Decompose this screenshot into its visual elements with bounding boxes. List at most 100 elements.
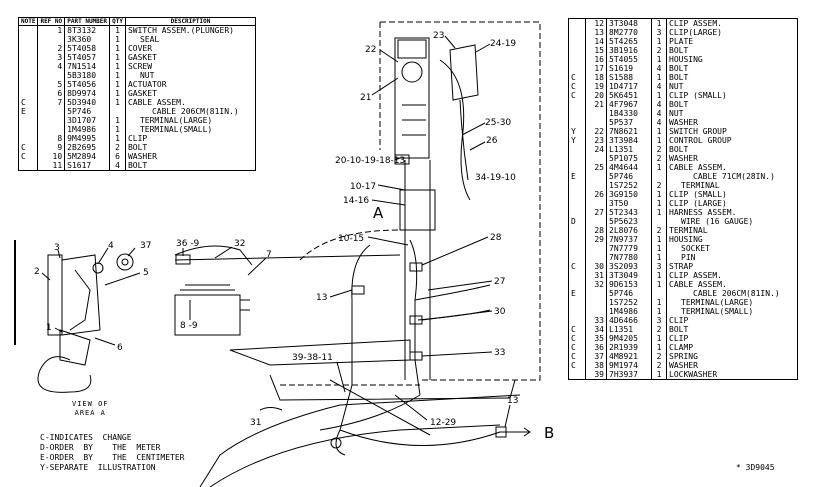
cell-qty: 1 bbox=[651, 334, 667, 343]
cell-ref: 3 bbox=[37, 53, 66, 62]
legend-line-c: C-INDICATES CHANGE bbox=[40, 433, 132, 442]
cell-desc: CONTROL GROUP bbox=[669, 136, 732, 145]
cell-qty: 1 bbox=[109, 35, 126, 44]
cell-desc: NUT bbox=[139, 71, 155, 80]
cell-qty: 1 bbox=[651, 343, 667, 352]
cell-qty: 1 bbox=[651, 73, 667, 82]
cell-qty bbox=[651, 172, 667, 181]
cell-part: 3K360 bbox=[64, 35, 111, 44]
cell-ref bbox=[585, 253, 607, 262]
cell-ref bbox=[37, 71, 66, 80]
header-part: PART NUMBER bbox=[64, 17, 111, 26]
cell-desc: WASHER bbox=[669, 118, 698, 127]
cell-qty: 1 bbox=[651, 253, 667, 262]
notes-legend: C-INDICATES CHANGE D-ORDER BY THE METER … bbox=[40, 433, 185, 473]
callout-3: 3 bbox=[54, 243, 60, 253]
cell-part: 9D6153 bbox=[606, 280, 652, 289]
cell-note bbox=[18, 125, 39, 134]
switch-screw bbox=[92, 262, 104, 274]
mast bbox=[404, 160, 431, 380]
switch-wire bbox=[37, 356, 92, 393]
callout-33: 33 bbox=[494, 348, 505, 358]
cell-qty: 6 bbox=[109, 152, 126, 161]
base-outline bbox=[269, 374, 516, 401]
cell-part: 7N7780 bbox=[606, 253, 652, 262]
cell-part: 5P537 bbox=[606, 118, 652, 127]
cell-qty: 1 bbox=[109, 80, 126, 89]
cell-ref: 11 bbox=[37, 161, 66, 171]
cell-part: 3D1707 bbox=[64, 116, 111, 125]
cell-qty: 1 bbox=[651, 190, 667, 199]
cell-part: 5B3180 bbox=[64, 71, 111, 80]
clip-28 bbox=[409, 262, 423, 272]
arrow-b bbox=[506, 427, 531, 437]
cell-desc: HARNESS ASSEM. bbox=[669, 208, 737, 217]
leader-30 bbox=[421, 310, 493, 321]
cell-desc: HOUSING bbox=[669, 55, 703, 64]
cell-part: S1617 bbox=[64, 161, 111, 171]
cell-note: C bbox=[568, 361, 586, 370]
cell-desc: WASHER bbox=[127, 152, 157, 161]
cell-note: C bbox=[18, 98, 39, 107]
callout-22: 22 bbox=[365, 45, 376, 55]
cell-qty: 1 bbox=[109, 71, 126, 80]
cell-ref: 6 bbox=[37, 89, 66, 98]
callout-13a: 13 bbox=[316, 293, 327, 303]
cell-note: Y bbox=[568, 136, 586, 145]
battery-box bbox=[174, 294, 241, 336]
cell-ref bbox=[37, 125, 66, 134]
cell-ref bbox=[585, 172, 607, 181]
cell-part: 9M4205 bbox=[606, 334, 652, 343]
leader-4 bbox=[97, 247, 109, 265]
clip-13a bbox=[351, 285, 365, 295]
callout-2: 2 bbox=[34, 267, 40, 277]
cell-ref: 9 bbox=[37, 143, 66, 152]
switch-column bbox=[394, 37, 430, 159]
cell-ref: 5 bbox=[37, 80, 66, 89]
cell-ref: 15 bbox=[585, 46, 607, 55]
cell-part: 5T4056 bbox=[64, 80, 111, 89]
cell-ref: 10 bbox=[37, 152, 66, 161]
leader-3 bbox=[57, 249, 61, 259]
cell-desc: CLAMP bbox=[669, 343, 694, 352]
leader-12-29 bbox=[394, 394, 428, 421]
cell-note bbox=[568, 55, 586, 64]
cell-note bbox=[18, 71, 39, 80]
cell-part: 3G9150 bbox=[606, 190, 652, 199]
fender-outline bbox=[199, 394, 521, 487]
cell-desc: CABLE ASSEM. bbox=[127, 98, 186, 107]
switch-knob bbox=[401, 61, 423, 83]
cell-desc: CABLE 206CM(81IN.) bbox=[151, 107, 239, 116]
cell-note: Y bbox=[568, 127, 586, 136]
leader-32 bbox=[214, 246, 233, 259]
header-qty: QTY bbox=[109, 17, 126, 26]
cell-part: 7N8621 bbox=[606, 127, 652, 136]
cell-part: 8D9974 bbox=[64, 89, 111, 98]
cell-part: 5T2343 bbox=[606, 208, 652, 217]
cell-desc: CABLE 206CM(81IN.) bbox=[693, 289, 780, 298]
cell-desc: TERMINAL(LARGE) bbox=[139, 116, 213, 125]
cell-part: 1B4330 bbox=[606, 109, 652, 118]
cell-qty: 1 bbox=[651, 244, 667, 253]
cell-ref: 12 bbox=[585, 18, 607, 28]
cell-qty: 1 bbox=[109, 62, 126, 71]
strap-lines bbox=[319, 379, 431, 436]
leader-26 bbox=[469, 141, 486, 151]
cell-part: 2L8076 bbox=[606, 226, 652, 235]
